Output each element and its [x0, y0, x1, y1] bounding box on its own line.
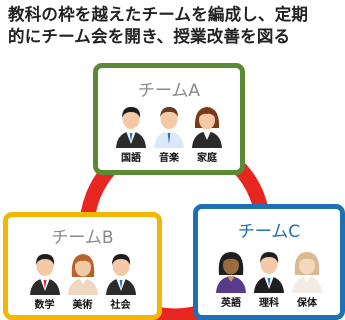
team-c-member-eigo: 英語: [212, 249, 250, 309]
team-a-title: チームA: [137, 81, 201, 101]
female-dark-hair-avatar-icon: [216, 252, 246, 293]
team-c-members: 英語 理科 保体: [198, 249, 340, 309]
female-avatar-icon: [67, 254, 98, 295]
team-b-member-bijutsu: 美術: [64, 251, 102, 311]
team-c-title: チームC: [237, 222, 301, 242]
team-c-subject-1: 英語: [221, 298, 241, 309]
team-a-member-kokugo: 国語: [112, 104, 150, 164]
team-b-subject-3: 社会: [110, 300, 131, 311]
team-a-subject-3: 家庭: [197, 153, 217, 164]
team-b-subject-2: 美術: [72, 300, 93, 311]
male-suit-avatar-icon: [105, 254, 136, 295]
team-c-subject-2: 理科: [259, 298, 279, 309]
team-b-title: チームB: [51, 228, 114, 248]
male-suit-avatar-icon: [29, 254, 60, 295]
team-a-box: チームA 国語 音楽: [93, 63, 245, 175]
title-line-2: 的にチーム会を開き、授業改善を図る: [8, 27, 291, 46]
team-a-subject-1: 国語: [121, 153, 141, 164]
female-suit-avatar-icon: [192, 107, 222, 148]
team-b-subject-1: 数学: [34, 300, 55, 311]
team-a-member-ongaku: 音楽: [150, 104, 188, 164]
page-title: 教科の枠を越えたチームを編成し、定期 的にチーム会を開き、授業改善を図る: [8, 4, 343, 48]
team-a-subject-2: 音楽: [159, 153, 179, 164]
team-b-member-sugaku: 数学: [26, 251, 64, 311]
team-c-member-rika: 理科: [250, 249, 288, 309]
team-b-members: 数学 美術 社会: [8, 251, 157, 311]
team-a-members: 国語 音楽 家庭: [98, 104, 240, 164]
male-blue-shirt-avatar-icon: [154, 107, 184, 148]
team-a-member-katei: 家庭: [188, 104, 226, 164]
male-dark-suit-avatar-icon: [254, 252, 284, 293]
team-b-box: チームB 数学 美術: [3, 212, 162, 320]
team-c-subject-3: 保体: [297, 298, 317, 309]
male-suit-avatar-icon: [116, 107, 146, 148]
team-c-member-hotai: 保体: [288, 249, 326, 309]
female-light-hair-avatar-icon: [292, 252, 322, 293]
team-b-member-shakai: 社会: [102, 251, 140, 311]
team-c-box: チームC 英語 理科: [193, 204, 345, 320]
title-line-1: 教科の枠を越えたチームを編成し、定期: [8, 5, 309, 24]
